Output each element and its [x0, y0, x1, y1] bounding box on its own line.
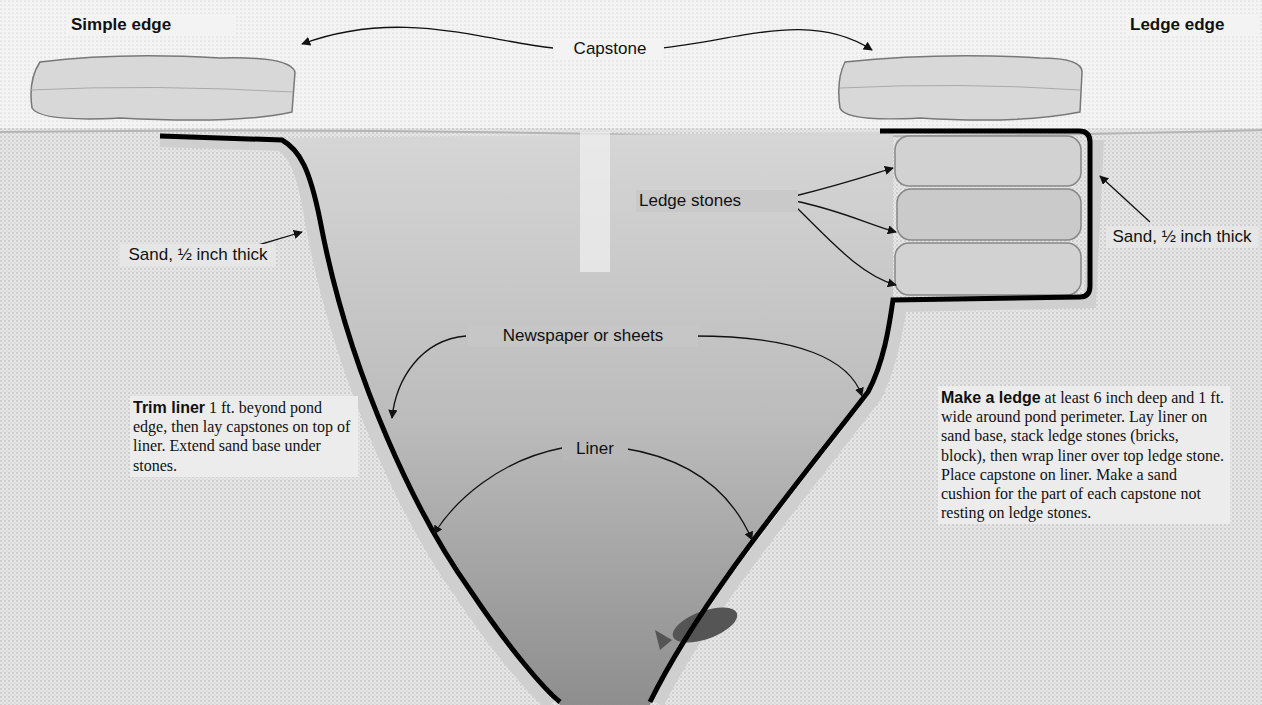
capstone [839, 56, 1082, 120]
sky [0, 0, 1262, 128]
water-reflection [580, 132, 610, 272]
part-label: Liner [562, 438, 628, 460]
leader-line [302, 27, 553, 48]
note-text: at least 6 inch deep and 1 ft. wide arou… [941, 389, 1224, 521]
leader-line [795, 201, 896, 232]
stone-texture [30, 87, 293, 92]
stone-texture [840, 85, 1080, 90]
part-label: Sand, ½ inch thick [1106, 226, 1258, 248]
part-label: Sand, ½ inch thick [120, 244, 276, 266]
note-heading: Make a ledge [941, 389, 1041, 406]
fish-tail [655, 630, 672, 650]
view-title: Simple edge [68, 14, 234, 36]
ledge-stone [895, 243, 1081, 295]
leader-line [694, 336, 862, 396]
note-block: Trim liner 1 ft. beyond pond edge, then … [130, 396, 358, 477]
leader-line [795, 168, 893, 196]
note-heading: Trim liner [133, 399, 205, 416]
leader-line [1100, 176, 1150, 222]
leader-line [434, 448, 562, 534]
part-label: Newspaper or sheets [468, 325, 698, 347]
ledge-stone [895, 136, 1081, 186]
leader-line [660, 30, 872, 50]
capstone [31, 56, 295, 120]
ledge-stone [897, 189, 1081, 240]
view-title: Ledge edge [1127, 14, 1258, 36]
leader-line [795, 206, 896, 285]
leader-line [622, 448, 752, 540]
note-block: Make a ledge at least 6 inch deep and 1 … [938, 386, 1230, 524]
part-label: Capstone [556, 38, 664, 60]
part-label: Ledge stones [636, 190, 798, 212]
leader-line [392, 336, 466, 418]
